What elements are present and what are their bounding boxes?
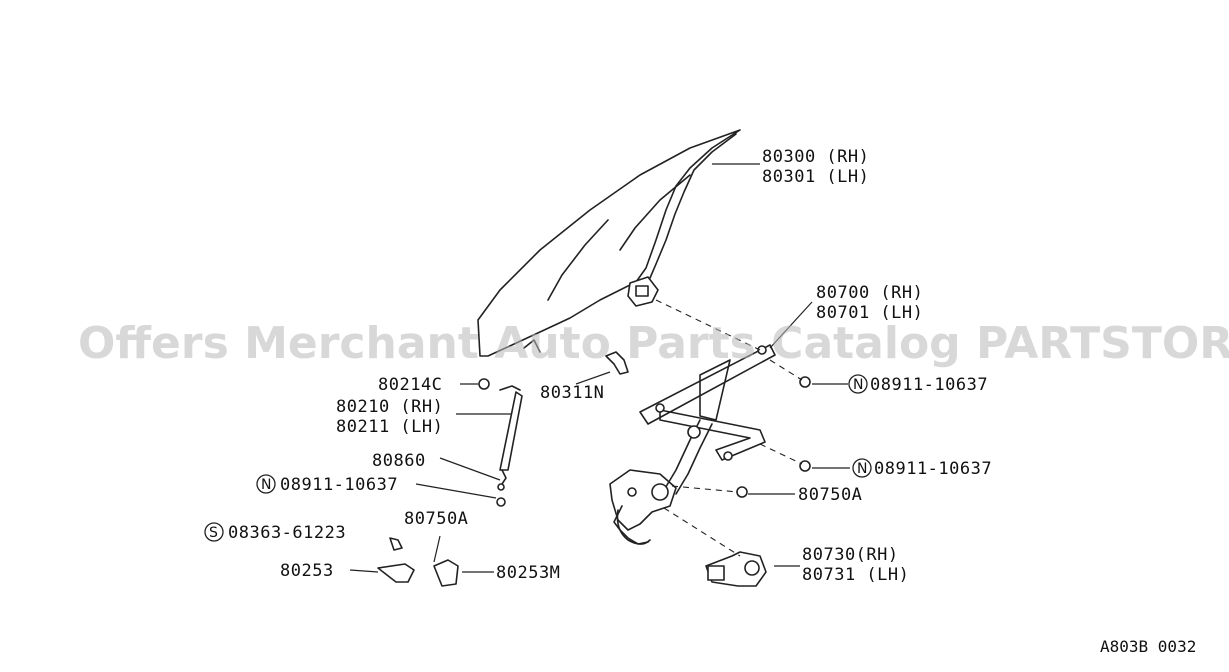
watermark-text: Offers Merchant Auto Parts Catalog PARTS… bbox=[78, 318, 1229, 369]
label-80860: 80860 bbox=[372, 451, 426, 471]
n-marker-2 bbox=[852, 458, 872, 478]
n-marker-3-text: N bbox=[261, 477, 271, 493]
label-bolt-2: 08911-10637 bbox=[874, 459, 992, 479]
n-marker-3 bbox=[256, 474, 276, 494]
label-motor-rh: 80730(RH) bbox=[802, 545, 899, 565]
label-clip: 80311N bbox=[540, 383, 604, 403]
fasteners bbox=[377, 351, 811, 587]
window-motor bbox=[705, 551, 767, 587]
n-marker-1-text: N bbox=[853, 377, 863, 393]
label-80750a-left: 80750A bbox=[404, 509, 468, 529]
run-channel bbox=[497, 391, 523, 491]
leader-lines bbox=[349, 163, 850, 573]
label-bolt-1: 08911-10637 bbox=[870, 375, 988, 395]
figure-code: A803B 0032 bbox=[1100, 637, 1196, 656]
n-marker-2-text: N bbox=[857, 461, 867, 477]
s-marker bbox=[204, 522, 224, 542]
s-marker-text: S bbox=[209, 525, 218, 541]
door-glass bbox=[477, 129, 741, 357]
window-regulator bbox=[609, 344, 776, 545]
label-motor-lh: 80731 (LH) bbox=[802, 565, 909, 585]
label-80750a-right: 80750A bbox=[798, 485, 862, 505]
label-80253m: 80253M bbox=[496, 563, 560, 583]
label-80214c: 80214C bbox=[378, 375, 442, 395]
label-screw: 08363-61223 bbox=[228, 523, 346, 543]
label-channel-rh: 80210 (RH) bbox=[336, 397, 443, 417]
label-regulator-rh: 80700 (RH) bbox=[816, 283, 923, 303]
label-80253: 80253 bbox=[280, 561, 334, 581]
label-glass-lh: 80301 (LH) bbox=[762, 167, 869, 187]
label-regulator-lh: 80701 (LH) bbox=[816, 303, 923, 323]
label-bolt-3: 08911-10637 bbox=[280, 475, 398, 495]
dashed-lines bbox=[655, 299, 803, 557]
label-glass-rh: 80300 (RH) bbox=[762, 147, 869, 167]
n-marker-1 bbox=[848, 374, 868, 394]
label-channel-lh: 80211 (LH) bbox=[336, 417, 443, 437]
